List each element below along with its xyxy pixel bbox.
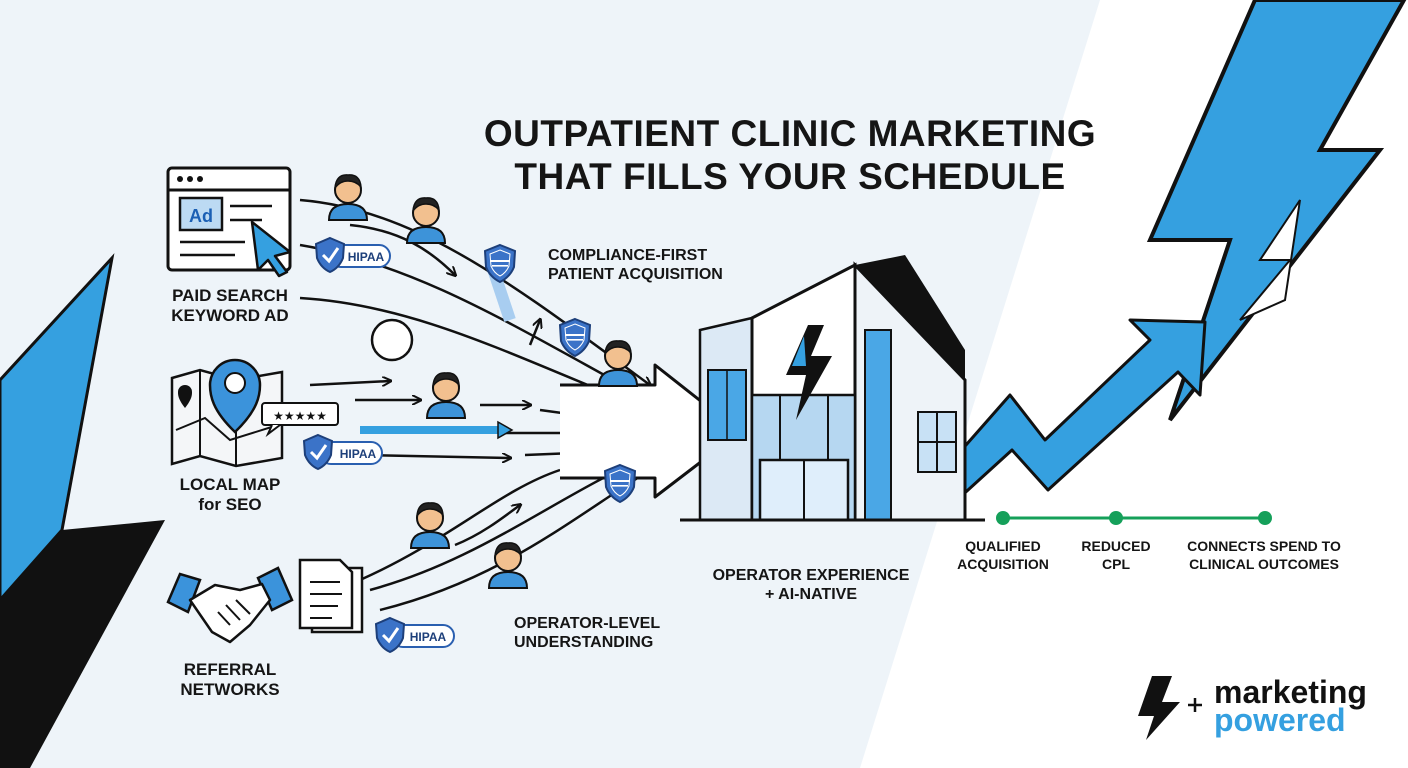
person-avatar: [406, 196, 446, 244]
brand-plus-icon: [1188, 698, 1202, 712]
source-label-local-map: LOCAL MAP for SEO: [150, 475, 310, 516]
label-line: COMPLIANCE-FIRST: [548, 247, 708, 264]
brand-word-marketing: marketing: [1214, 674, 1367, 710]
label-line: PATIENT ACQUISITION: [548, 266, 723, 284]
hipaa-badge: HIPAA: [374, 616, 455, 654]
star-rating: ★★★★★: [273, 409, 327, 423]
outcome-line: ACQUISITION: [957, 555, 1049, 572]
person-avatar: [488, 541, 528, 589]
hipaa-text: HIPAA: [340, 447, 377, 461]
label-line: OPERATOR EXPERIENCE: [712, 567, 910, 584]
source-label-referral: REFERRAL NETWORKS: [150, 660, 310, 701]
outcome-dot-qualified: [996, 511, 1010, 525]
hipaa-text: HIPAA: [410, 630, 447, 644]
clinic-lightning-logo: [786, 325, 832, 420]
person-avatar: [426, 371, 466, 419]
source-label-line: LOCAL MAP: [179, 475, 281, 494]
label-line: + AI-NATIVE: [764, 586, 857, 604]
right-lightning-inner: [1239, 199, 1301, 321]
outcome-line: CPL: [1102, 555, 1130, 572]
growth-arrow: [898, 318, 1207, 522]
map-pin-icon: ★★★★★: [170, 358, 339, 468]
outcome-line: QUALIFIED: [965, 538, 1041, 554]
outcome-line: REDUCED: [1081, 538, 1151, 554]
label-operator-experience: OPERATOR EXPERIENCE + AI-NATIVE: [700, 566, 922, 604]
cursor-icon: [250, 220, 292, 278]
person-avatar: [598, 339, 638, 387]
person-avatar: [410, 501, 450, 549]
source-label-line: REFERRAL: [183, 660, 277, 679]
source-label-line: for SEO: [198, 495, 262, 515]
label-operator-level: OPERATOR-LEVEL UNDERSTANDING: [514, 614, 714, 652]
outcome-line: CONNECTS SPEND TO: [1187, 538, 1341, 554]
outcome-label-connects: CONNECTS SPEND TO CLINICAL OUTCOMES: [1175, 538, 1353, 573]
outcome-line: CLINICAL OUTCOMES: [1189, 555, 1339, 572]
outcome-dot-reduced: [1109, 511, 1123, 525]
source-label-line: PAID SEARCH: [172, 286, 288, 305]
brand-lightning-icon: [1138, 676, 1180, 740]
browser-ad-icon: Ad: [166, 166, 292, 278]
outcome-dot-connects: [1258, 511, 1272, 525]
clinic-building: [680, 255, 985, 522]
handshake-icon: [166, 566, 294, 644]
document-icon: [298, 558, 364, 634]
label-line: OPERATOR-LEVEL: [514, 615, 661, 632]
ad-label: Ad: [189, 206, 213, 226]
flow-highlight-arrow: [497, 420, 514, 440]
source-label-line: KEYWORD AD: [171, 306, 289, 326]
brand-word-powered: powered: [1214, 702, 1346, 738]
outcome-label-reduced: REDUCED CPL: [1070, 538, 1162, 573]
label-line: UNDERSTANDING: [514, 634, 654, 652]
title-line-2: THAT FILLS YOUR SCHEDULE: [514, 156, 1066, 198]
shield-icon: [559, 318, 591, 357]
hipaa-text: HIPAA: [348, 250, 385, 264]
source-label-paid-search: PAID SEARCH KEYWORD AD: [150, 286, 310, 327]
outcome-label-qualified: QUALIFIED ACQUISITION: [945, 538, 1061, 573]
page-title: OUTPATIENT CLINIC MARKETING THAT FILLS Y…: [400, 112, 1180, 199]
hipaa-badge: HIPAA: [302, 433, 383, 471]
person-avatar: [328, 173, 368, 221]
source-label-line: NETWORKS: [180, 680, 280, 700]
title-line-1: OUTPATIENT CLINIC MARKETING: [483, 113, 1097, 154]
hipaa-badge: HIPAA: [314, 236, 391, 274]
left-lightning-black: [0, 520, 165, 768]
label-compliance-first: COMPLIANCE-FIRST PATIENT ACQUISITION: [548, 246, 768, 284]
flow-loop-circle: [370, 318, 414, 362]
